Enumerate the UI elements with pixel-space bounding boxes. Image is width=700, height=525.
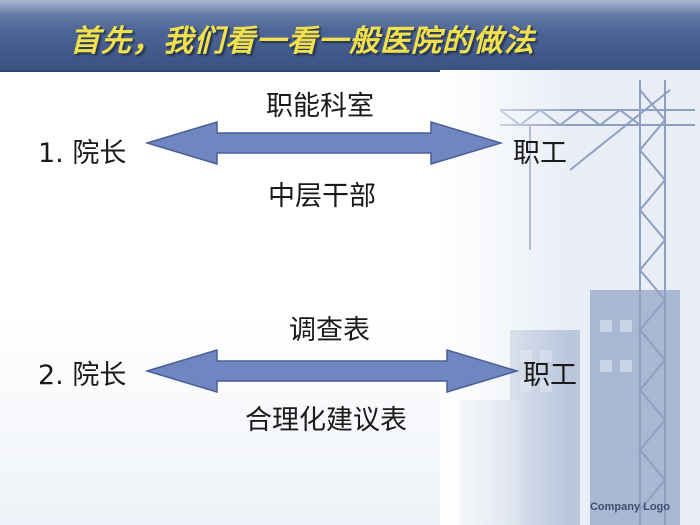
slide-title: 首先，我们看一看一般医院的做法	[70, 24, 535, 59]
row2-right-label: 职工	[523, 360, 577, 391]
row1-right-label: 职工	[513, 138, 567, 169]
row1-double-arrow	[145, 120, 503, 166]
row1-number: 1.	[38, 138, 64, 169]
row2-bottom-label: 合理化建议表	[245, 405, 407, 436]
row2-left-label: 2. 院长	[38, 353, 126, 392]
row1-top-label: 职能科室	[266, 91, 374, 122]
company-logo: Company Logo	[589, 501, 670, 513]
title-bar: 首先，我们看一看一般医院的做法	[0, 0, 700, 72]
row1-left-label: 1. 院长	[38, 131, 126, 170]
row2-left-text: 院长	[72, 360, 127, 391]
row2-number: 2.	[38, 360, 64, 391]
row2-top-label: 调查表	[289, 315, 370, 346]
row1-left-text: 院长	[72, 138, 127, 169]
row1-bottom-label: 中层干部	[268, 181, 376, 212]
row2-double-arrow	[145, 348, 519, 394]
